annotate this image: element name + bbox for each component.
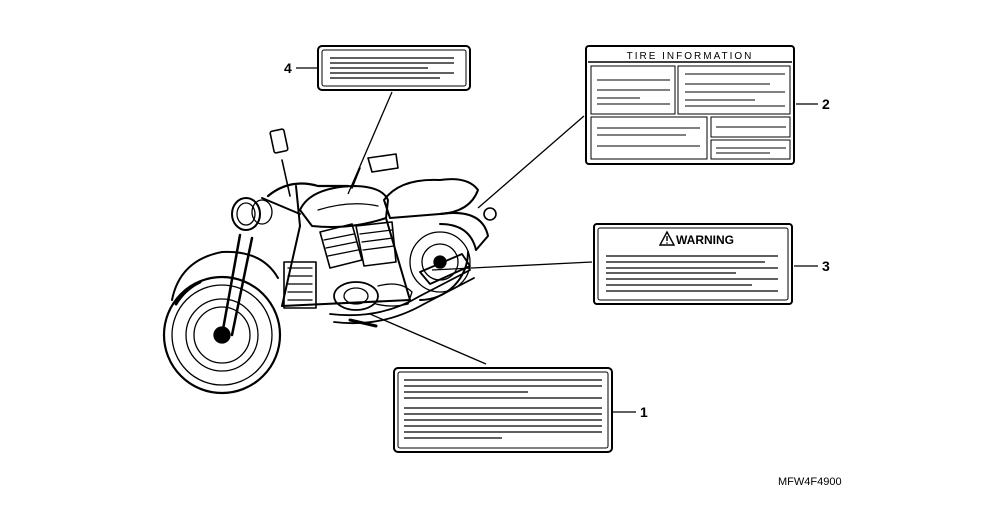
exhaust <box>329 253 475 325</box>
label-3-warning <box>593 223 793 305</box>
callout-number-2: 2 <box>822 96 830 112</box>
label-4-decal <box>317 45 471 91</box>
callout-number-3: 3 <box>822 258 830 274</box>
leader-line-3 <box>431 261 593 271</box>
warning-triangle-icon <box>658 230 676 246</box>
engine <box>319 221 413 311</box>
radiator <box>283 261 317 309</box>
rear-wheel <box>409 231 471 301</box>
frame <box>281 185 411 307</box>
taillight <box>483 207 497 221</box>
leader-line-4 <box>347 91 393 195</box>
front-fender <box>171 250 279 301</box>
headlight <box>231 197 273 231</box>
fuel-tank <box>299 185 389 228</box>
callout-number-4: 4 <box>284 60 292 76</box>
seat <box>383 178 479 219</box>
leader-line-1 <box>369 313 487 365</box>
rear-fender <box>439 212 489 251</box>
label-1-decal <box>393 367 613 453</box>
warning-title: WARNING <box>676 233 734 247</box>
tire-information-title: TIRE INFORMATION <box>627 51 754 62</box>
handlebar <box>261 128 399 215</box>
leader-lines <box>347 91 593 365</box>
drawing-code: MFW4F4900 <box>778 476 842 488</box>
callout-number-1: 1 <box>640 404 648 420</box>
leader-line-2 <box>477 115 585 209</box>
callout-ticks <box>296 67 818 413</box>
front-fork <box>220 233 254 337</box>
motorcycle-illustration <box>162 128 497 395</box>
label-2-tire-information <box>585 45 795 165</box>
